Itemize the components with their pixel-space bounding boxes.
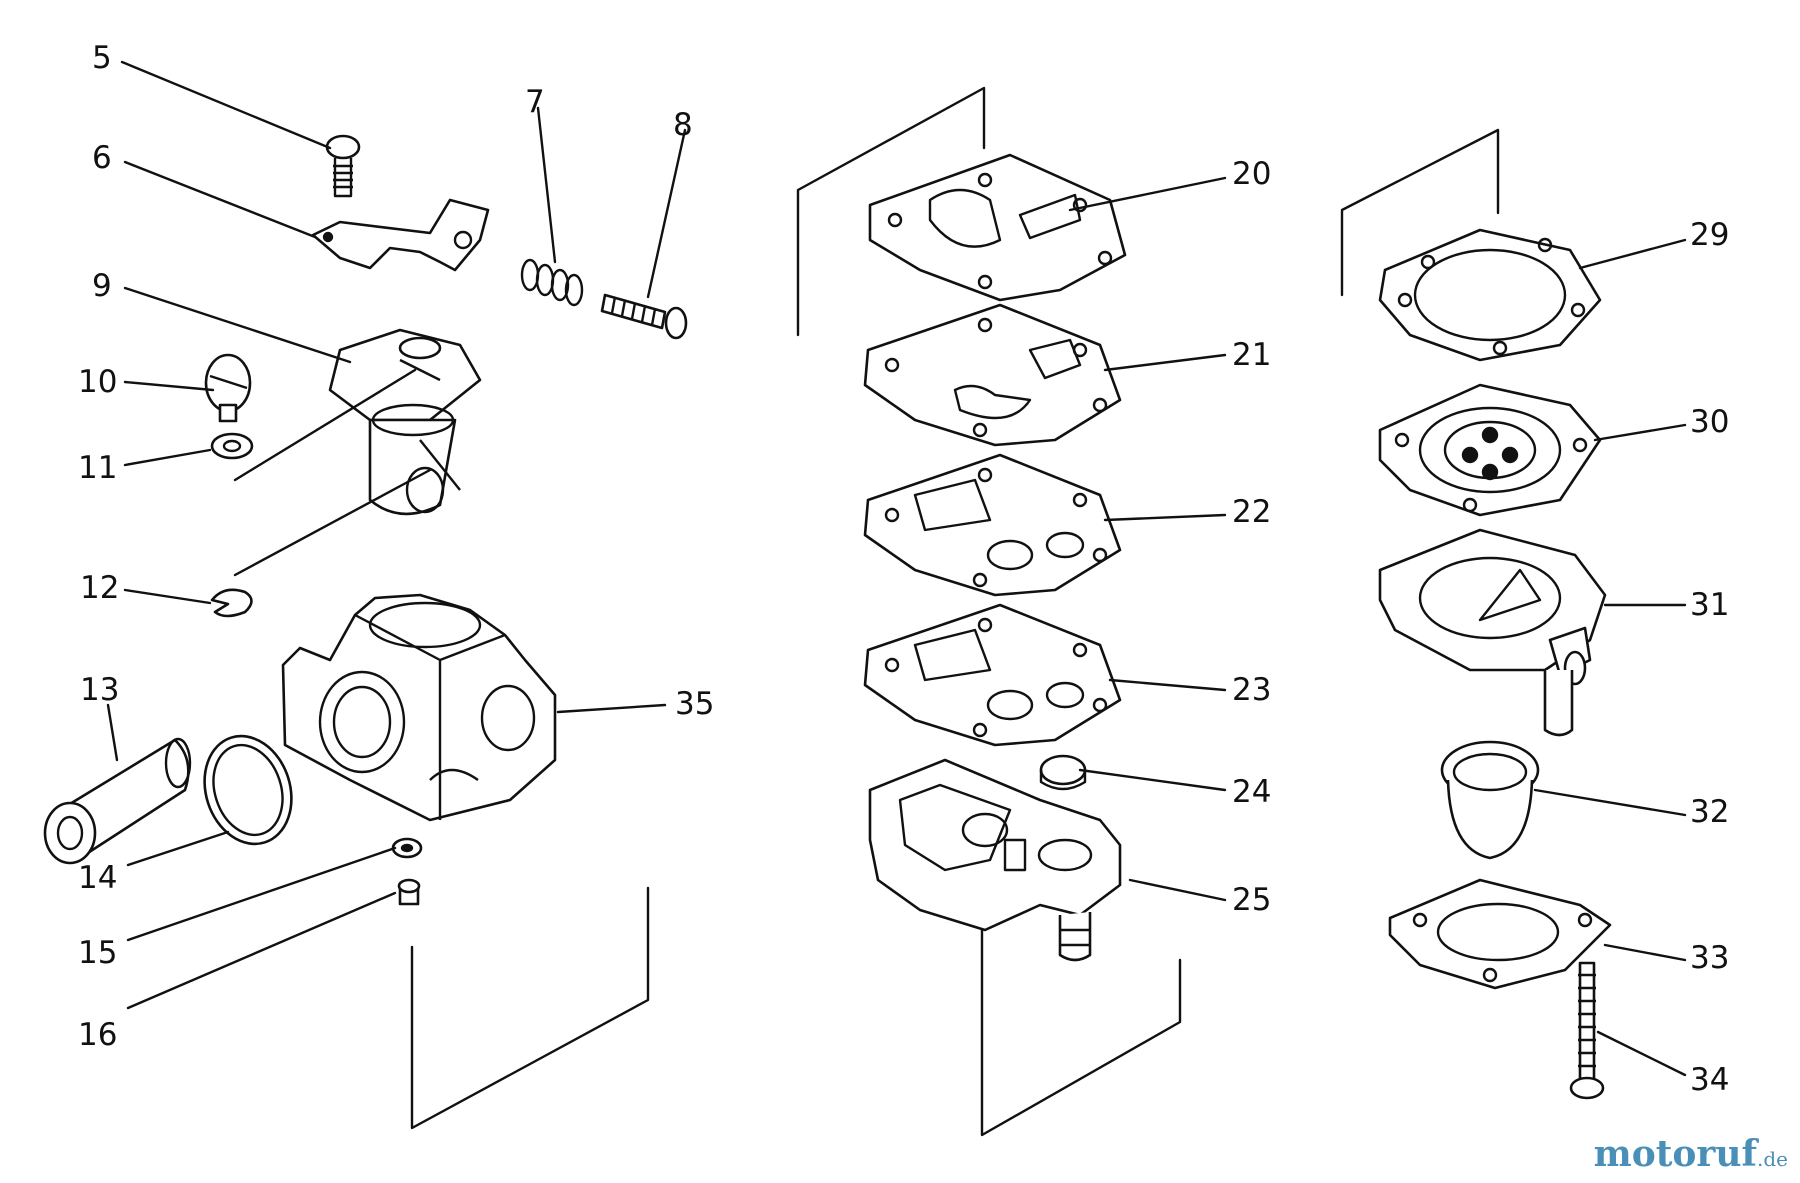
callout-23: 23 <box>1232 672 1271 708</box>
part-10-screw <box>204 353 252 423</box>
part-11-washer <box>210 432 254 460</box>
watermark-tld: .de <box>1757 1147 1788 1171</box>
part-12-e-clip <box>210 588 253 618</box>
callout-29: 29 <box>1690 217 1729 253</box>
part-33-retainer-plate <box>1388 878 1612 990</box>
part-21-gasket <box>863 303 1122 447</box>
part-20-gasket <box>868 153 1127 302</box>
callout-15: 15 <box>78 935 117 971</box>
part-7-spring <box>520 258 584 307</box>
callout-12: 12 <box>80 570 119 606</box>
part-5-screw <box>325 134 361 198</box>
callout-14: 14 <box>78 860 117 896</box>
callout-8: 8 <box>673 107 693 143</box>
part-29-gasket <box>1378 228 1602 362</box>
callout-24: 24 <box>1232 774 1271 810</box>
part-22-gasket <box>863 453 1122 597</box>
part-23-gasket <box>863 603 1122 747</box>
callout-25: 25 <box>1232 882 1271 918</box>
watermark-main: motoruf <box>1593 1133 1757 1175</box>
part-34-screw <box>1569 961 1605 1100</box>
part-15-washer <box>391 837 423 859</box>
part-16-plug <box>397 878 421 906</box>
part-25-metering-body <box>868 758 1122 962</box>
callout-13: 13 <box>80 672 119 708</box>
callout-9: 9 <box>92 268 112 304</box>
part-8-adjust-screw <box>600 293 688 340</box>
callout-16: 16 <box>78 1017 117 1053</box>
callout-10: 10 <box>78 364 117 400</box>
callout-34: 34 <box>1690 1062 1729 1098</box>
part-35-carburetor-body <box>281 593 557 822</box>
part-14-o-ring <box>203 734 293 846</box>
callout-20: 20 <box>1232 156 1271 192</box>
callout-11: 11 <box>78 450 117 486</box>
part-32-primer-bulb <box>1440 740 1540 860</box>
callout-7: 7 <box>525 84 545 120</box>
part-6-bracket <box>311 198 490 272</box>
part-31-pump-cover <box>1378 528 1607 737</box>
part-13-filter <box>43 737 192 865</box>
part-24-valve <box>1039 754 1087 791</box>
callout-35: 35 <box>675 686 714 722</box>
callout-33: 33 <box>1690 940 1729 976</box>
callout-32: 32 <box>1690 794 1729 830</box>
callout-6: 6 <box>92 140 112 176</box>
callout-labels: 5 6 7 8 9 10 11 12 13 14 15 16 35 20 21 … <box>78 40 1729 1098</box>
watermark-logo: motoruf.de <box>1594 1133 1788 1175</box>
part-30-diaphragm <box>1378 383 1602 517</box>
callout-21: 21 <box>1232 337 1271 373</box>
callout-31: 31 <box>1690 587 1729 623</box>
leader-lines <box>106 60 1687 1077</box>
callout-22: 22 <box>1232 494 1271 530</box>
part-9-throttle-assembly <box>328 328 482 516</box>
group-bracket-lines <box>410 86 1500 1137</box>
callout-30: 30 <box>1690 404 1729 440</box>
callout-5: 5 <box>92 40 112 76</box>
